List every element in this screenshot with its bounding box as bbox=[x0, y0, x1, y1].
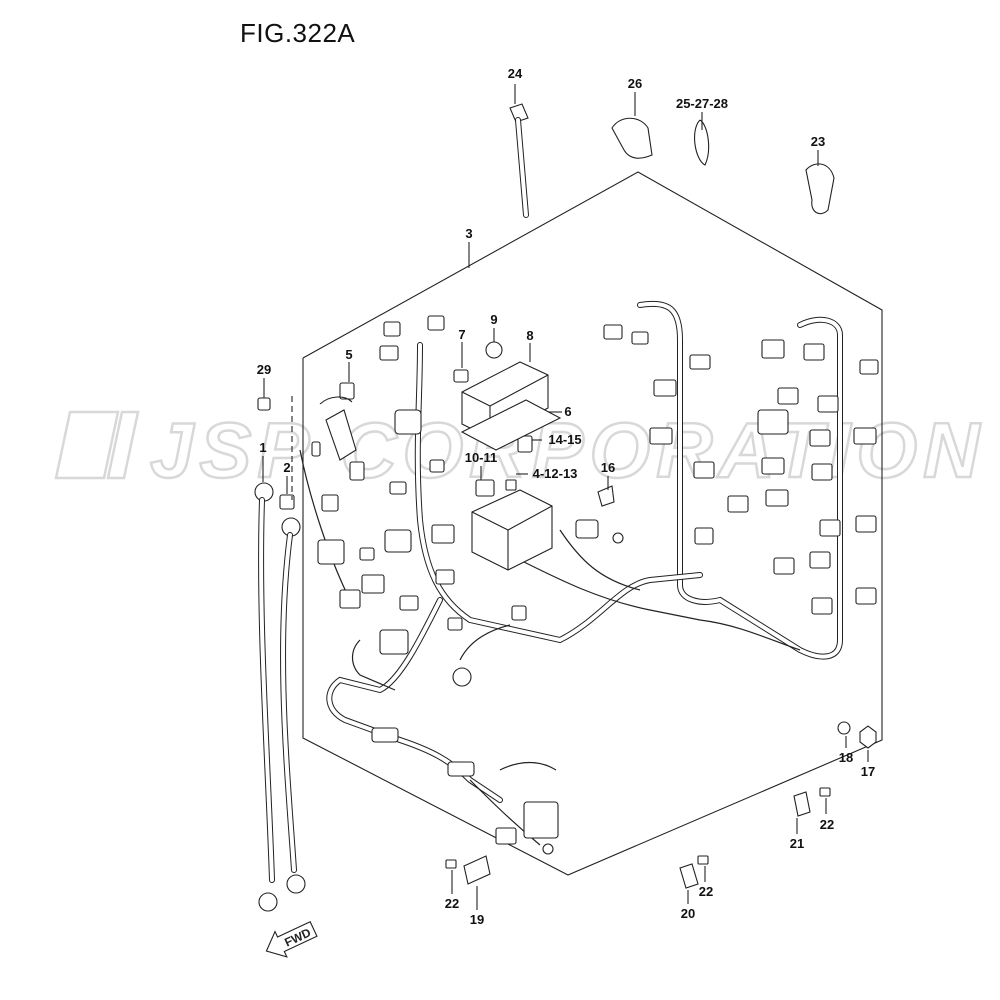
connector-cluster-left bbox=[311, 315, 527, 687]
callout-14-15: 14-15 bbox=[548, 432, 581, 447]
callout-5: 5 bbox=[345, 347, 352, 362]
callout-23: 23 bbox=[811, 134, 825, 149]
fwd-label: FWD bbox=[282, 925, 313, 949]
hardware-bottom bbox=[445, 721, 877, 889]
callout-16: 16 bbox=[601, 460, 615, 475]
leader-lines bbox=[262, 84, 869, 910]
callout-8: 8 bbox=[526, 328, 533, 343]
callout-22-a: 22 bbox=[820, 817, 834, 832]
junction-box bbox=[471, 435, 615, 571]
callout-9: 9 bbox=[490, 312, 497, 327]
callout-17: 17 bbox=[861, 764, 875, 779]
figure-title: FIG.322A bbox=[240, 18, 356, 48]
callout-19: 19 bbox=[470, 912, 484, 927]
callout-labels: 24 26 25-27-28 23 3 29 5 7 9 8 6 14-15 1… bbox=[257, 66, 875, 927]
connector-cluster-right bbox=[575, 324, 879, 615]
fuse-box-cover bbox=[453, 341, 562, 451]
callout-21: 21 bbox=[790, 836, 804, 851]
callout-24: 24 bbox=[508, 66, 523, 81]
callout-25-27-28: 25-27-28 bbox=[676, 96, 728, 111]
callout-18: 18 bbox=[839, 750, 853, 765]
callout-3: 3 bbox=[465, 226, 472, 241]
callout-10-11: 10-11 bbox=[465, 450, 498, 465]
bracket-part-5 bbox=[319, 382, 357, 461]
callout-29: 29 bbox=[257, 362, 271, 377]
fwd-arrow-badge: FWD bbox=[265, 921, 318, 958]
callout-7: 7 bbox=[458, 327, 465, 342]
callout-1: 1 bbox=[259, 440, 266, 455]
main-harness bbox=[299, 300, 843, 846]
lower-connector-bundle bbox=[371, 727, 559, 855]
callout-22-c: 22 bbox=[445, 896, 459, 911]
callout-2: 2 bbox=[283, 460, 290, 475]
callout-26: 26 bbox=[628, 76, 642, 91]
callout-22-b: 22 bbox=[699, 884, 713, 899]
callout-20: 20 bbox=[681, 906, 695, 921]
loose-parts-top bbox=[509, 103, 835, 218]
battery-cables bbox=[254, 396, 306, 912]
callout-4-12-13: 4-12-13 bbox=[533, 466, 578, 481]
harness-box-outline bbox=[302, 171, 883, 876]
callout-6: 6 bbox=[564, 404, 571, 419]
